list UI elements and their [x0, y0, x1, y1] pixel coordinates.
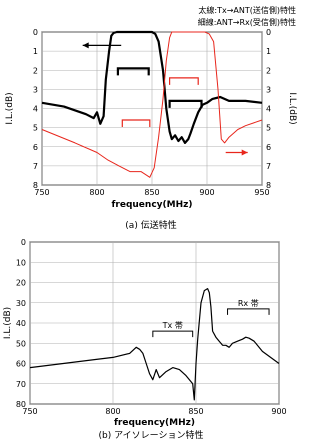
annotation-layer — [82, 42, 248, 156]
x-tick-label: 750 — [34, 188, 49, 197]
x-tick-label: 850 — [188, 407, 203, 416]
y-tick-label: 10 — [16, 258, 26, 267]
chart-transmission: 750 800 850 900 950 0 1 2 3 4 5 6 7 8 0 1 2 3 4 5 6 7 8 freque… — [5, 5, 297, 231]
x-tick-label: 800 — [105, 407, 120, 416]
x-tick-label: 750 — [22, 407, 37, 416]
y-tick-label-left: 4 — [33, 105, 38, 114]
y-tick-label-left: 1 — [33, 47, 38, 56]
y-tick-label: 20 — [16, 279, 26, 288]
x-axis-label: frequency(MHz) — [112, 200, 193, 210]
series-layer — [29, 288, 280, 401]
annotation-layer: Tx 帯 Rx 帯 — [152, 298, 270, 338]
y-tick-label-left: 6 — [33, 143, 38, 152]
y-tick-label: 30 — [16, 299, 26, 308]
x-tick-label: 900 — [271, 407, 286, 416]
y-tick-label-left: 3 — [33, 85, 38, 94]
y-tick-label-right: 7 — [266, 162, 271, 171]
y-tick-label: 70 — [16, 380, 26, 389]
band-label: Tx 帯 — [162, 320, 183, 330]
band-bracket — [116, 67, 150, 76]
arrow-head — [241, 149, 248, 156]
y-tick-label: 0 — [21, 238, 26, 247]
band-bracket — [168, 99, 203, 108]
x-tick-label: 950 — [254, 188, 269, 197]
x-tick-label: 850 — [144, 188, 159, 197]
band-bracket — [169, 77, 199, 85]
tick-labels: 750 800 850 900 0 10 20 30 40 50 60 70 80 — [16, 238, 287, 416]
band-bracket — [121, 119, 151, 127]
y-tick-label-right: 0 — [266, 28, 271, 37]
grid — [29, 241, 280, 405]
y-tick-label-right: 4 — [266, 105, 271, 114]
caption-isolation: (b) アイソレーション特性 — [99, 429, 204, 441]
y-tick-label-right: 1 — [266, 47, 271, 56]
y-tick-label-right: 8 — [266, 181, 271, 190]
chart-isolation: Tx 帯 Rx 帯 750 800 850 900 0 10 20 30 40 50 60 70 80 f… — [3, 238, 287, 441]
x-tick-label: 800 — [89, 188, 104, 197]
y-tick-label: 80 — [16, 400, 26, 409]
tick-labels: 750 800 850 900 950 0 1 2 3 4 5 6 7 8 0 1 2 3 4 5 6 7 8 — [33, 28, 271, 197]
x-tick-label: 900 — [199, 188, 214, 197]
y-tick-label-left: 5 — [33, 124, 38, 133]
grid — [41, 31, 263, 186]
caption-transmission: (a) 伝送特性 — [125, 219, 176, 231]
y-axis-label-right: I.L.(dB) — [287, 92, 297, 124]
y-tick-label-left: 0 — [33, 28, 38, 37]
band-bracket — [152, 330, 194, 338]
x-axis-label: frequency(MHz) — [114, 418, 195, 428]
y-tick-label-left: 2 — [33, 66, 38, 75]
legend-entry-tx: 太線:Tx→ANT(送信側)特性 — [198, 5, 296, 15]
y-tick-label: 40 — [16, 319, 26, 328]
series-line-rx — [41, 31, 263, 178]
y-tick-label-left: 8 — [33, 181, 38, 190]
arrow-head — [82, 42, 89, 49]
legend-entry-rx: 細線:ANT→Rx(受信側)特性 — [198, 17, 296, 27]
y-tick-label-left: 7 — [33, 162, 38, 171]
series-line-isolation — [29, 288, 280, 401]
band-bracket — [227, 308, 270, 315]
y-tick-label-right: 6 — [266, 143, 271, 152]
y-tick-label-right: 2 — [266, 66, 271, 75]
y-tick-label: 50 — [16, 339, 26, 348]
y-tick-label-right: 5 — [266, 124, 271, 133]
y-tick-label: 60 — [16, 360, 26, 369]
y-axis-label-left: I.L.(dB) — [5, 92, 15, 124]
y-axis-label: I.L.(dB) — [3, 307, 13, 339]
y-tick-label-right: 3 — [266, 85, 271, 94]
band-label: Rx 帯 — [238, 298, 259, 308]
